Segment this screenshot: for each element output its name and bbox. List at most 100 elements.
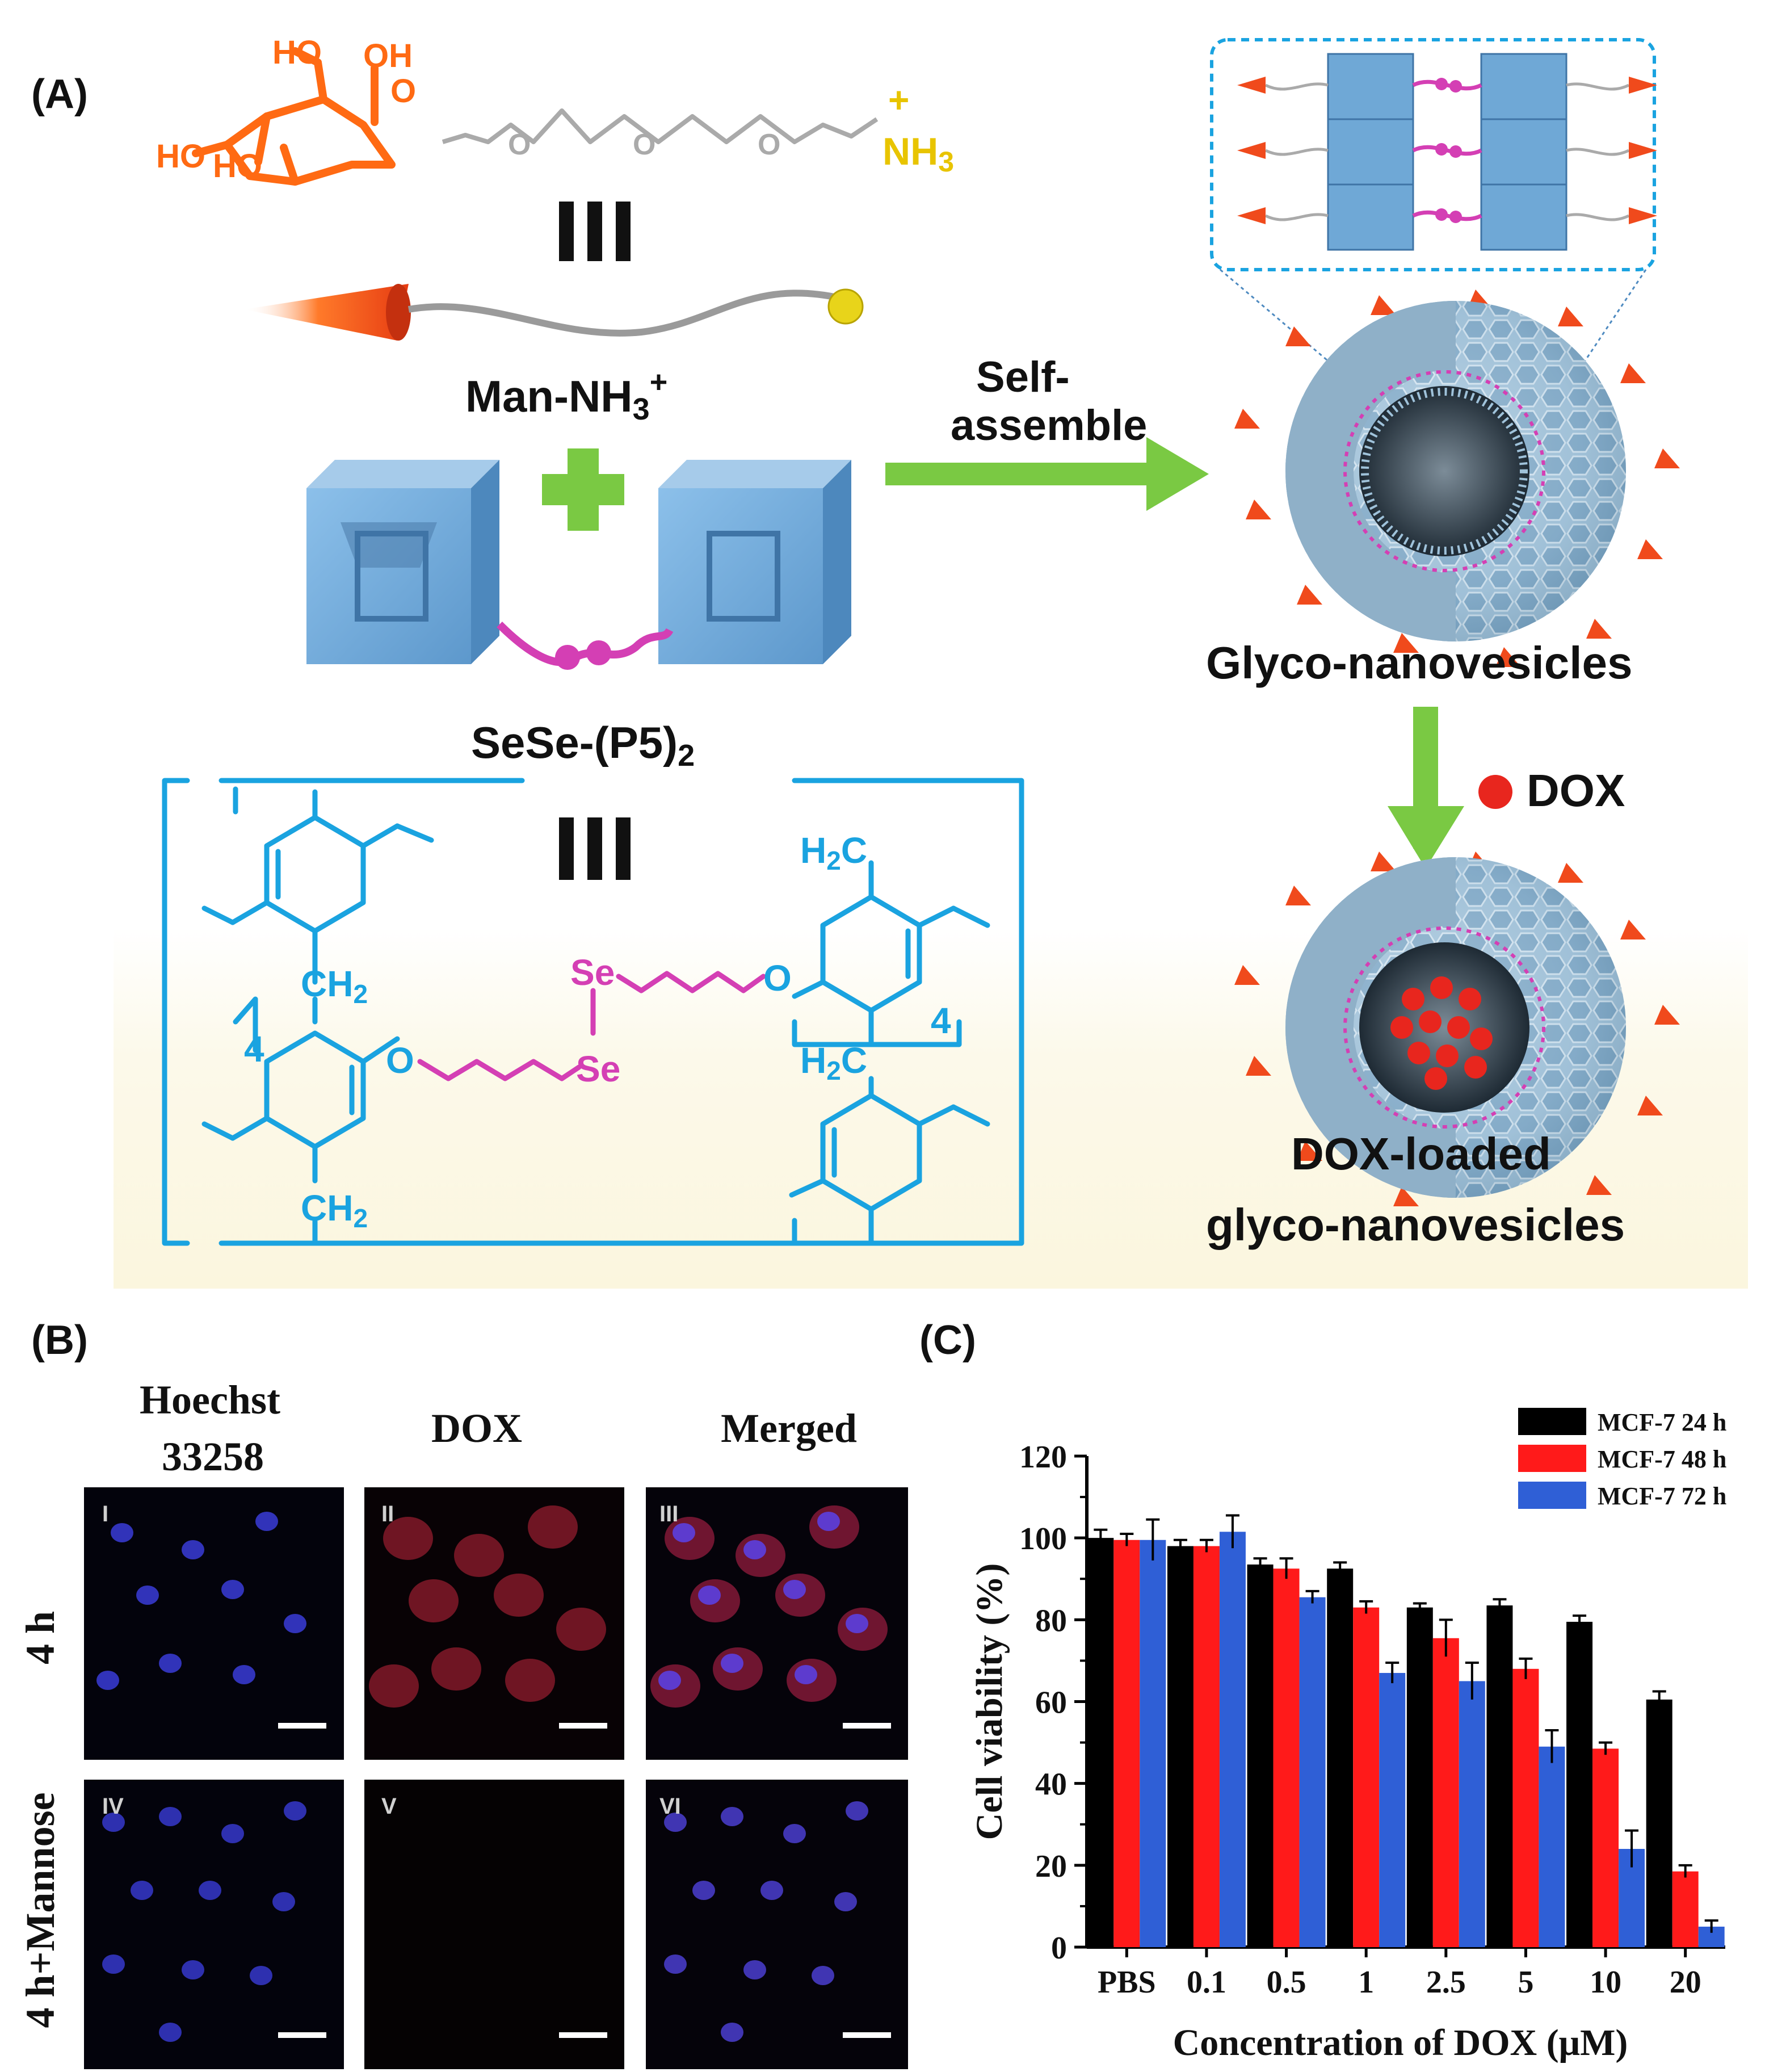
nucleus-hoechst <box>272 1892 295 1911</box>
nucleus-hoechst <box>284 1614 306 1633</box>
x-tick-label: 0.5 <box>1267 1965 1306 2000</box>
dox-loaded-label-2: glyco-nanovesicles <box>1206 1199 1625 1250</box>
label-o3: O <box>758 128 780 161</box>
col-header-hoechst-sub: 33258 <box>162 1434 264 1479</box>
label-ho-top: HO <box>272 34 322 71</box>
bar <box>1566 1621 1593 1947</box>
self-assemble-label-2: assemble <box>951 401 1147 450</box>
bar <box>1327 1568 1354 1947</box>
x-tick-label: 5 <box>1518 1965 1533 2000</box>
bar <box>1406 1607 1433 1947</box>
mannose-ligand-structure: HO OH O HO HO O O O + NH3 <box>156 34 954 186</box>
label-o-a: O <box>386 1040 414 1081</box>
pillararene-structure <box>162 778 1024 1246</box>
nucleus-hoechst <box>136 1586 159 1605</box>
peg-linker <box>442 108 879 144</box>
legend-swatch <box>1518 1482 1586 1509</box>
dox-loading-arrow <box>1388 707 1464 869</box>
pillararene-labels: H2C CH2 CH2 H2C Se Se O O 4 4 <box>244 830 951 1233</box>
nucleus-merged <box>743 1960 766 1979</box>
cell-dox-signal <box>528 1505 578 1549</box>
bar <box>1273 1568 1300 1947</box>
nucleus-hoechst <box>255 1512 278 1531</box>
y-tick-label: 40 <box>1035 1767 1067 1802</box>
y-tick-label: 60 <box>1035 1685 1067 1721</box>
label-o2: O <box>633 128 655 161</box>
panel-c-label: (C) <box>919 1318 976 1363</box>
panel-id-iii: III <box>659 1501 678 1526</box>
label-oh-top: OH <box>363 37 413 74</box>
label-se1: Se <box>570 952 615 993</box>
panel-id-vi: VI <box>659 1794 681 1819</box>
y-tick-label: 0 <box>1051 1931 1067 1966</box>
legend-swatch <box>1518 1445 1586 1472</box>
dox-loaded-vesicle-image <box>1234 852 1680 1206</box>
nucleus-hoechst <box>102 1813 125 1832</box>
label-h2c-mid: H2C <box>800 1040 867 1085</box>
nucleus-hoechst <box>250 1966 272 1985</box>
bar <box>1247 1565 1274 1947</box>
label-plus-charge: + <box>888 79 909 120</box>
nucleus-hoechst <box>182 1540 204 1559</box>
cell-dox-signal <box>409 1579 459 1622</box>
glyco-nanovesicle-image <box>1234 290 1680 667</box>
legend-label: MCF-7 24 h <box>1598 1408 1726 1436</box>
label-ho-left2: HO <box>213 148 262 184</box>
nucleus-hoechst <box>131 1881 153 1900</box>
panel-id-i: I <box>102 1501 108 1526</box>
legend-swatch <box>1518 1408 1586 1435</box>
cell-dox-signal <box>505 1659 555 1702</box>
sese-p5-cartoon <box>306 460 851 670</box>
nucleus-merged <box>812 1966 834 1985</box>
nucleus-hoechst <box>284 1801 306 1821</box>
microscopy-grid: I II III IV V VI <box>84 1487 908 2069</box>
label-o-b: O <box>763 958 792 999</box>
bar <box>1539 1746 1565 1947</box>
scale-bar <box>278 1723 326 1729</box>
row-label-4h: 4 h <box>18 1611 63 1664</box>
bar <box>1167 1546 1194 1947</box>
bar <box>1193 1546 1220 1947</box>
nucleus-merged <box>698 1586 721 1605</box>
y-axis-label: Cell viability (%) <box>969 1563 1010 1840</box>
bar <box>1432 1638 1459 1947</box>
nucleus-hoechst <box>102 1954 125 1974</box>
label-h2c-top: H2C <box>800 830 867 875</box>
nucleus-merged <box>721 1807 743 1826</box>
label-o1: O <box>508 128 531 161</box>
equivalence-symbol-bottom <box>559 817 631 880</box>
nucleus-merged <box>834 1892 857 1911</box>
scale-bar <box>278 2032 326 2038</box>
nucleus-merged <box>721 2023 743 2042</box>
label-nh3: NH3 <box>882 130 954 178</box>
row-label-4h-mannose: 4 h+Mannose <box>18 1792 63 2028</box>
y-tick-label: 120 <box>1019 1440 1067 1475</box>
cell-dox-signal <box>454 1534 504 1577</box>
nucleus-merged <box>846 1614 868 1633</box>
bar <box>1672 1871 1699 1947</box>
scale-bar <box>843 1723 891 1729</box>
equivalence-symbol-top <box>559 202 631 261</box>
nucleus-merged <box>783 1824 806 1843</box>
label-ch2-left: CH2 <box>301 963 368 1009</box>
dox-label-a: DOX <box>1527 765 1625 816</box>
x-axis-label: Concentration of DOX (μM) <box>1173 2022 1628 2063</box>
nucleus-hoechst <box>159 2023 182 2042</box>
y-tick-label: 100 <box>1019 1521 1067 1557</box>
scale-bar <box>559 2032 607 2038</box>
bar <box>1379 1673 1406 1947</box>
cell-dox-signal <box>556 1608 606 1651</box>
label-ring-o: O <box>390 73 416 110</box>
scale-bar <box>559 1723 607 1729</box>
y-tick-label: 80 <box>1035 1603 1067 1638</box>
cell-dox-signal <box>431 1647 481 1691</box>
x-tick-label: PBS <box>1098 1965 1156 2000</box>
bar <box>1592 1748 1619 1947</box>
label-ch2-bottom: CH2 <box>301 1188 368 1233</box>
bar <box>1219 1532 1246 1947</box>
nucleus-merged <box>817 1512 840 1531</box>
nucleus-hoechst <box>221 1824 244 1843</box>
label-n-left: 4 <box>244 1029 264 1069</box>
panel-id-v: V <box>381 1794 397 1819</box>
legend-label: MCF-7 72 h <box>1598 1482 1726 1510</box>
